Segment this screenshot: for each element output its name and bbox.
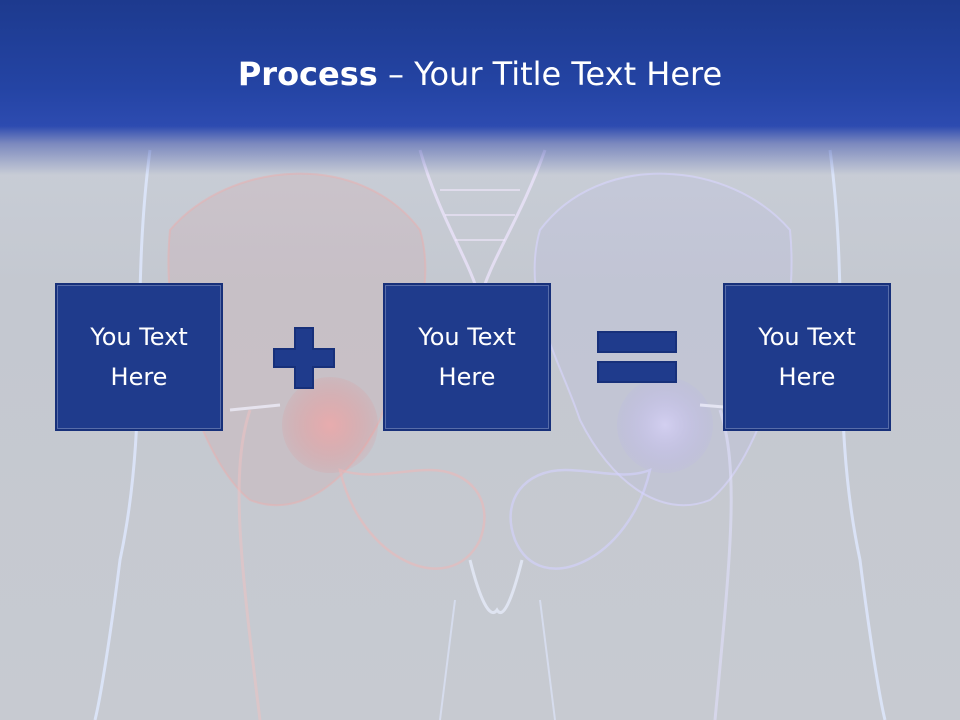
text-box-2[interactable]: You Text Here xyxy=(383,283,551,431)
title-rest-text: – Your Title Text Here xyxy=(377,55,723,93)
text-box-3-label: You Text Here xyxy=(758,323,856,391)
slide-title[interactable]: Process – Your Title Text Here xyxy=(0,52,960,96)
text-box-1-label: You Text Here xyxy=(90,323,188,391)
text-box-1[interactable]: You Text Here xyxy=(55,283,223,431)
equals-icon xyxy=(597,331,677,383)
text-box-3[interactable]: You Text Here xyxy=(723,283,891,431)
plus-icon xyxy=(273,327,335,389)
title-bar xyxy=(0,0,960,175)
text-box-2-label: You Text Here xyxy=(418,323,516,391)
title-bold-text: Process xyxy=(237,55,378,93)
